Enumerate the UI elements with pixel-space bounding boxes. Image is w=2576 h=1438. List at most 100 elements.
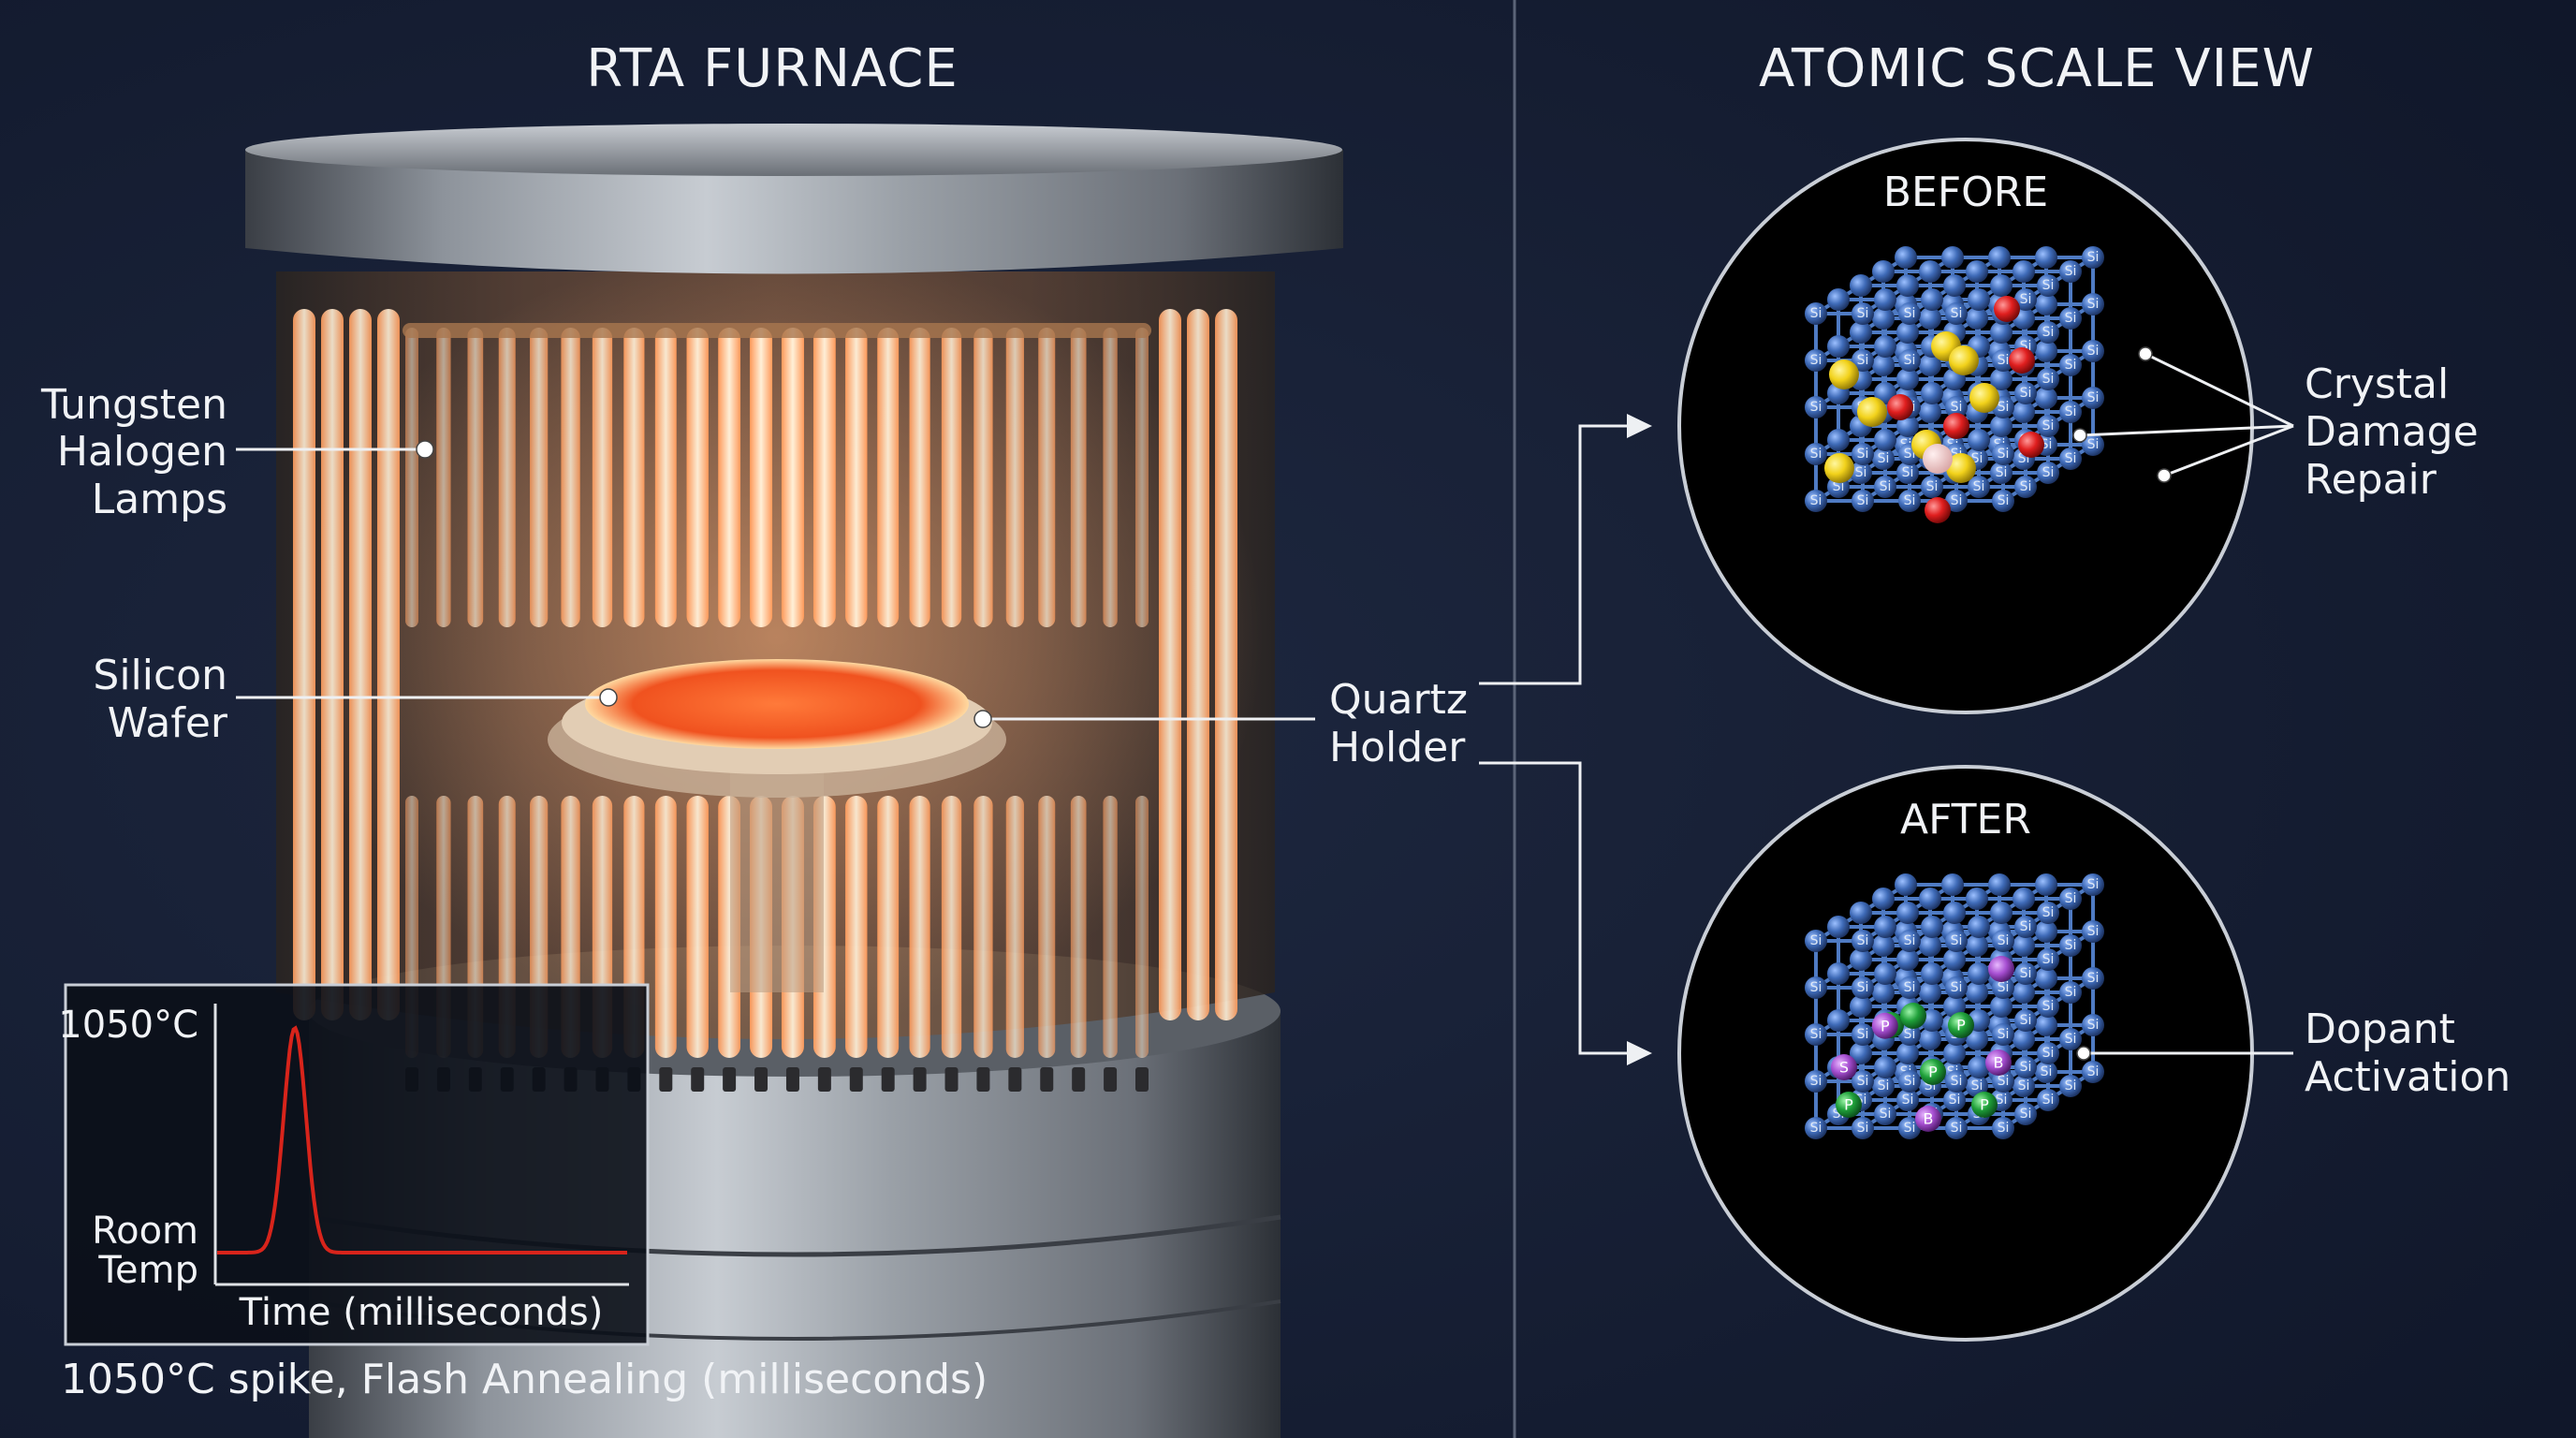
dopant-atom-label: B <box>1924 1110 1934 1128</box>
phosphorus-dopant-atom <box>1948 1012 1974 1038</box>
silicon-atom-label: Si <box>1904 980 1916 995</box>
silicon-atom <box>2014 916 2037 938</box>
inset-y-bottom-label-line1: Room <box>92 1210 198 1253</box>
silicon-atom-label: Si <box>1857 1074 1869 1089</box>
silicon-atom <box>2037 1042 2059 1064</box>
silicon-atom <box>1921 962 1943 985</box>
damage-leader-1 <box>2144 352 2294 428</box>
silicon-atom <box>1827 335 1850 358</box>
silicon-atom <box>1805 490 1827 512</box>
silicon-atom-label: Si <box>1857 980 1869 995</box>
silicon-atom <box>2014 1056 2037 1078</box>
silicon-atom <box>1921 382 1943 404</box>
silicon-atom <box>1919 354 1941 376</box>
lamps-label-line3: Lamps <box>92 476 227 523</box>
silicon-atom-label: Si <box>1810 1121 1822 1136</box>
silicon-atom <box>1992 976 2014 999</box>
damage-label-line2: Damage <box>2305 408 2479 456</box>
silicon-atom <box>2035 1014 2057 1036</box>
silicon-atom <box>2059 401 2082 423</box>
silicon-atom <box>1919 260 1941 283</box>
interstitial-atom <box>1824 453 1854 483</box>
interstitial-atom <box>1829 360 1859 389</box>
silicon-atom <box>1896 1042 1919 1064</box>
silicon-atom <box>1945 976 1968 999</box>
lamp-rod <box>909 796 930 1058</box>
silicon-atom-label: Si <box>2065 938 2077 953</box>
lamp-socket <box>691 1067 705 1092</box>
silicon-atom-label: Si <box>2020 292 2032 307</box>
callout-lamps: Tungsten Halogen Lamps <box>40 381 434 523</box>
holder-label-line1: Quartz <box>1329 676 1468 724</box>
lamp-rod <box>941 328 962 627</box>
silicon-atom-label: Si <box>1857 1121 1869 1136</box>
silicon-atom-label: Si <box>1998 1121 2010 1136</box>
phosphorus-dopant-atom <box>1836 1092 1862 1118</box>
wafer-label-line2: Wafer <box>108 699 228 747</box>
lamp-socket <box>1008 1067 1022 1092</box>
silicon-atom <box>1990 415 2012 437</box>
damage-dot-3 <box>2157 468 2172 483</box>
lamp-rod <box>349 309 372 1020</box>
silicon-atom <box>1898 302 1921 325</box>
inset-x-label: Time (milliseconds) <box>239 1291 604 1334</box>
silicon-atom <box>1968 429 1990 451</box>
silicon-atom <box>1850 948 1872 971</box>
silicon-atom <box>2037 321 2059 344</box>
silicon-atom <box>1992 349 2014 372</box>
silicon-atom <box>1852 1070 1874 1093</box>
silicon-atom-label: Si <box>2087 297 2100 312</box>
silicon-atom <box>1968 962 1990 985</box>
silicon-atom-label: Si <box>2042 999 2055 1014</box>
lamp-socket <box>1135 1067 1149 1092</box>
silicon-atom-label: Si <box>1880 1107 1892 1122</box>
silicon-atom <box>1945 1117 1968 1139</box>
silicon-atom <box>1827 1009 1850 1032</box>
connector-after <box>1479 761 1633 1055</box>
silicon-atom <box>1874 288 1896 311</box>
silicon-atom-label: Si <box>2087 437 2100 452</box>
dopant-label-line1: Dopant <box>2305 1005 2455 1053</box>
after-label: AFTER <box>1900 796 2031 844</box>
silicon-atom <box>1895 246 1917 269</box>
silicon-atom <box>1872 448 1895 470</box>
lamp-socket <box>944 1067 959 1092</box>
silicon-atom <box>1941 873 1964 896</box>
lamp-rod <box>321 309 344 1020</box>
silicon-atom <box>2082 246 2104 269</box>
silicon-atom <box>1966 981 1988 1004</box>
silicon-atom <box>2082 920 2104 943</box>
silicon-atom-label: Si <box>1904 1074 1916 1089</box>
silicon-atom-label: Si <box>2020 919 2032 934</box>
silicon-atom-label: Si <box>2020 1013 2032 1028</box>
silicon-atom <box>1898 349 1921 372</box>
silicon-atom <box>1945 490 1968 512</box>
silicon-atom <box>2012 981 2035 1004</box>
lamp-rod <box>592 328 613 627</box>
silicon-atom-label: Si <box>1857 493 1869 508</box>
silicon-atom-label: Si <box>2065 311 2077 326</box>
lamp-socket <box>1040 1067 1054 1092</box>
lamp-rod <box>1103 328 1118 627</box>
lamp-rod <box>1135 796 1149 1058</box>
silicon-atom <box>1992 1070 2014 1093</box>
silicon-atom-label: Si <box>2042 952 2055 967</box>
lamp-socket <box>1072 1067 1086 1092</box>
silicon-atom-label: Si <box>1904 1027 1916 1042</box>
vacancy-defect-atom <box>1887 394 1913 420</box>
silicon-atom <box>2035 967 2057 990</box>
silicon-atom-label: Si <box>1810 400 1822 415</box>
vacancy-defect-atom <box>2018 432 2044 458</box>
silicon-atom <box>1872 307 1895 330</box>
silicon-atom <box>2059 354 2082 376</box>
silicon-atom <box>2082 1061 2104 1083</box>
before-label: BEFORE <box>1883 169 2048 216</box>
silicon-atom-label: Si <box>2042 325 2055 340</box>
silicon-atom <box>1966 260 1988 283</box>
lamp-rod <box>1005 796 1024 1058</box>
silicon-atom <box>2014 1103 2037 1125</box>
silicon-atom-label: Si <box>2018 1078 2030 1093</box>
silicon-atom <box>1921 288 1943 311</box>
